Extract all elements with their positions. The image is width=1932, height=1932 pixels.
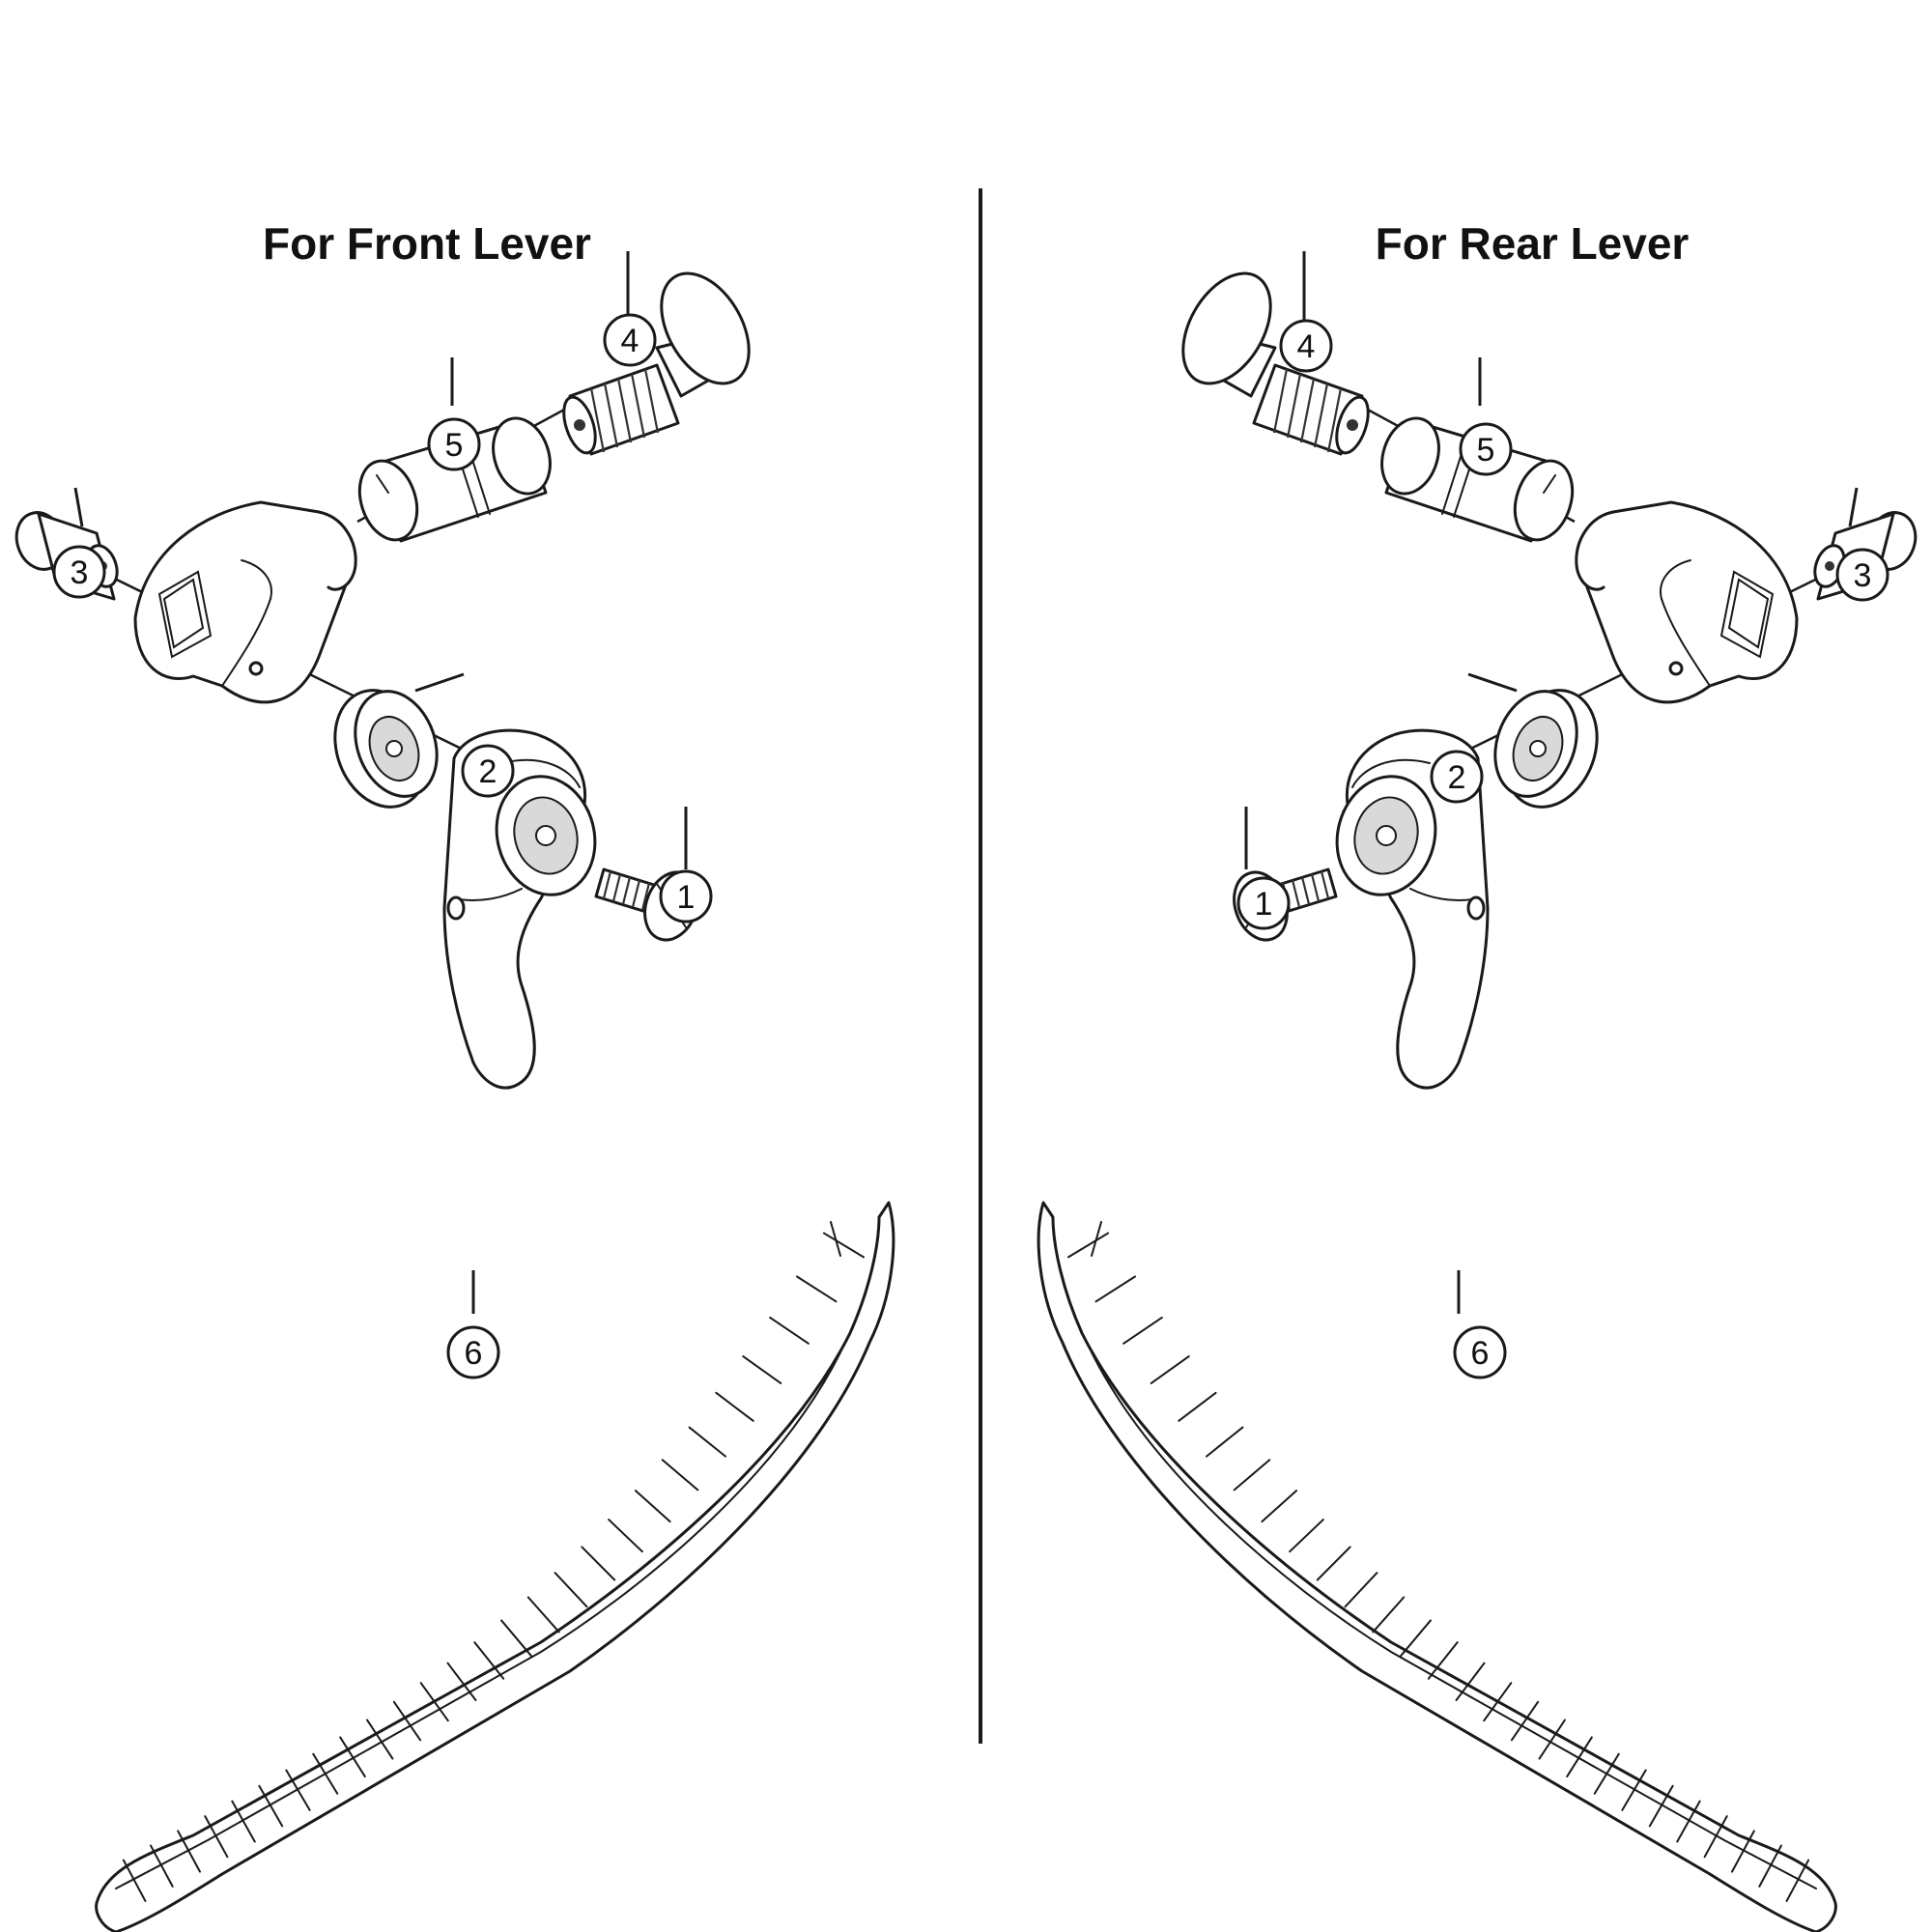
grip-rib [392, 1700, 422, 1742]
grip-rib [150, 1844, 174, 1888]
grip-rib [1621, 1769, 1647, 1811]
rear-assembly [1037, 249, 1925, 1932]
grip-rib [1703, 1815, 1728, 1859]
rear-callout-2: 2 [1430, 750, 1484, 804]
grip-rib [1648, 1784, 1674, 1828]
grip-rib [1785, 1859, 1810, 1902]
grip-rib [1510, 1700, 1540, 1742]
grip-rib [1427, 1641, 1459, 1680]
grip-rib [1289, 1519, 1324, 1553]
rear-callouts: 4 5 3 2 1 6 [1236, 319, 1889, 1379]
grip-rib [1066, 1232, 1110, 1259]
grip-rib [1206, 1426, 1244, 1458]
rear-callout-5: 5 [1459, 422, 1513, 476]
front-callout-2: 2 [461, 744, 515, 798]
svg-text:4: 4 [621, 323, 639, 359]
rear-grip-ribs [1066, 1232, 1810, 1902]
grip-rib [1676, 1800, 1701, 1843]
grip-rib [204, 1815, 229, 1859]
grip-rib [285, 1769, 311, 1811]
grip-rib [769, 1316, 810, 1345]
grip-rib [581, 1546, 616, 1581]
grip-rib [742, 1355, 782, 1384]
grip-rib [822, 1232, 866, 1259]
grip-rib [419, 1682, 449, 1722]
front-callout-3: 3 [52, 545, 106, 599]
rear-callout-1: 1 [1236, 876, 1291, 930]
rear-callout-4: 4 [1279, 319, 1333, 373]
grip-rib [608, 1519, 643, 1553]
grip-rib [1372, 1596, 1406, 1634]
grip-rib [554, 1572, 588, 1608]
grip-rib [1178, 1391, 1217, 1422]
grip-rib [1316, 1546, 1351, 1581]
grip-rib [1730, 1830, 1755, 1873]
front-grip-ribs [122, 1232, 866, 1902]
front-callouts: 4 5 3 2 1 6 [52, 313, 713, 1379]
grip-rib [1233, 1459, 1271, 1492]
front-callout-1: 1 [659, 869, 713, 923]
grip-rib [258, 1784, 284, 1828]
grip-rib [122, 1859, 147, 1902]
grip-rib [231, 1800, 256, 1843]
grip-rib [1455, 1662, 1486, 1701]
grip-rib [446, 1662, 477, 1701]
svg-text:5: 5 [445, 427, 464, 464]
rear-callout-6: 6 [1453, 1325, 1507, 1379]
grip-rib [339, 1736, 366, 1778]
svg-text:4: 4 [1297, 328, 1316, 365]
grip-rib [1593, 1752, 1620, 1795]
grip-rib [473, 1641, 505, 1680]
grip-rib [688, 1426, 726, 1458]
front-callout-5: 5 [427, 417, 481, 471]
grip-rib [177, 1830, 202, 1873]
svg-text:3: 3 [1854, 557, 1872, 594]
grip-rib [1758, 1844, 1782, 1888]
svg-text:1: 1 [677, 879, 696, 916]
grip-rib [1094, 1275, 1136, 1303]
grip-rib [1261, 1490, 1298, 1523]
grip-rib [1566, 1736, 1593, 1778]
grip-rib [715, 1391, 754, 1422]
svg-text:3: 3 [71, 554, 89, 591]
grip-rib [1400, 1619, 1432, 1658]
front-callout-6: 6 [446, 1325, 500, 1379]
grip-rib [500, 1619, 532, 1658]
grip-rib [1122, 1316, 1163, 1345]
svg-text:2: 2 [479, 753, 497, 790]
rear-callout-3: 3 [1835, 548, 1889, 602]
front-title: For Front Lever [263, 218, 591, 269]
grip-rib [661, 1459, 699, 1492]
svg-text:2: 2 [1448, 759, 1466, 796]
front-callout-4: 4 [603, 313, 657, 367]
grip-rib [366, 1719, 394, 1760]
rear-title: For Rear Lever [1376, 218, 1690, 269]
grip-rib [1538, 1719, 1566, 1760]
svg-text:1: 1 [1255, 886, 1273, 923]
grip-rib [1344, 1572, 1378, 1608]
grip-rib [634, 1490, 671, 1523]
grip-rib [796, 1275, 838, 1303]
front-assembly [7, 249, 895, 1932]
grip-rib [1483, 1682, 1513, 1722]
grip-rib [526, 1596, 560, 1634]
svg-text:5: 5 [1477, 432, 1495, 469]
svg-text:6: 6 [465, 1335, 483, 1372]
grip-rib [1150, 1355, 1190, 1384]
svg-text:6: 6 [1471, 1335, 1490, 1372]
grip-rib [312, 1752, 339, 1795]
